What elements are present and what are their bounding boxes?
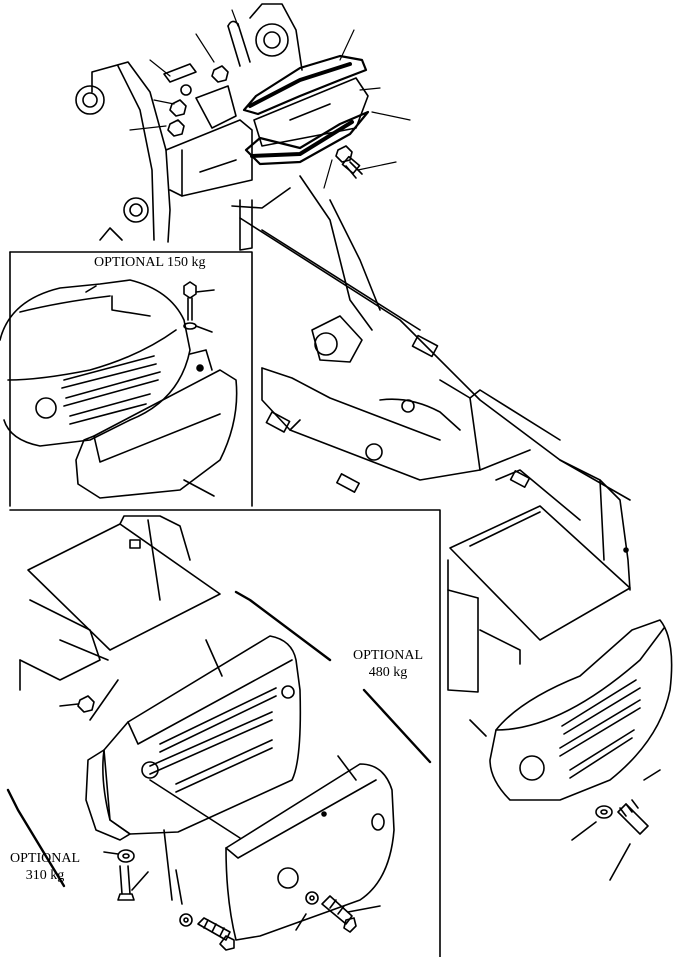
box-optional-150 xyxy=(0,251,253,507)
main-counterweight xyxy=(469,619,673,881)
leader-lines-top xyxy=(129,9,411,189)
hardware-top xyxy=(163,20,363,179)
label-optional-310-line1: OPTIONAL xyxy=(10,851,80,866)
label-optional-150: OPTIONAL 150 kg xyxy=(94,255,206,270)
hood-plates xyxy=(242,54,370,166)
label-optional-480-line2: 480 kg xyxy=(368,665,408,680)
label-optional-480-line1: OPTIONAL xyxy=(353,648,423,663)
box-optional-480-310 xyxy=(6,509,441,957)
loader-frame xyxy=(75,3,631,693)
label-optional-310-line2: 310 kg xyxy=(25,868,65,883)
